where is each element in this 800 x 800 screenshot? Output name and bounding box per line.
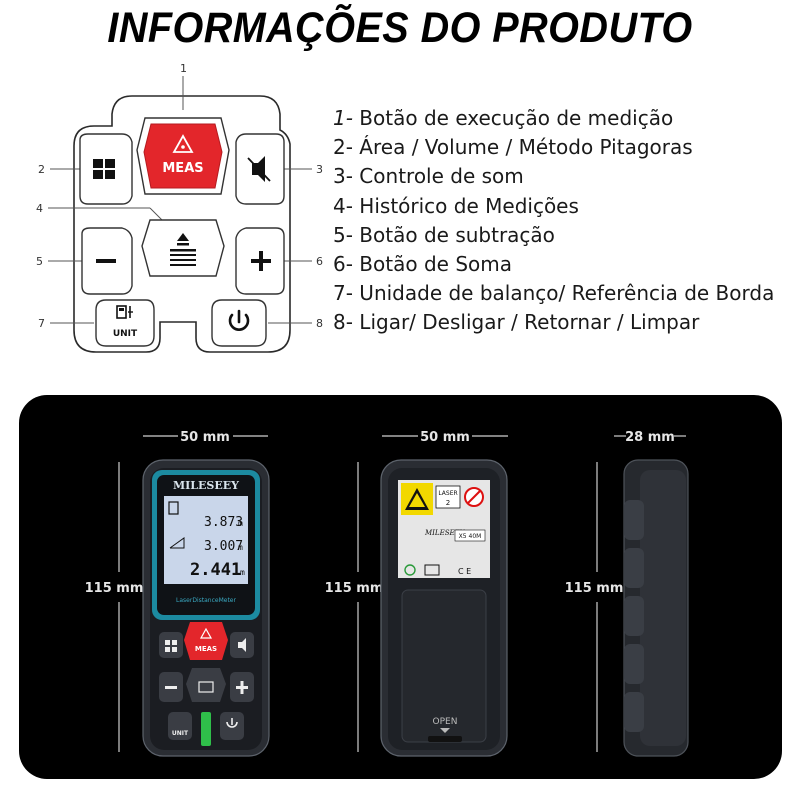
legend-item-1: 1- Botão de execução de medição — [333, 106, 674, 130]
add-button[interactable] — [235, 227, 285, 295]
front-unit-label: UNIT — [172, 730, 189, 737]
callout-5: 5 — [36, 255, 43, 268]
open-label: OPEN — [433, 717, 458, 727]
legend-item-6: 6- Botão de Soma — [333, 252, 512, 277]
callout-1: 1 — [180, 62, 187, 75]
dimension-lines — [118, 435, 686, 752]
device-reference-icon — [116, 305, 133, 319]
legend-item-7: 7- Unidade de balanço/ Referência de Bor… — [333, 281, 775, 306]
back-brand: MILESEEY — [424, 529, 466, 537]
laser-text: LASER — [438, 490, 457, 497]
unit-2: m — [238, 543, 243, 552]
device-back-view: LASER 2 MILESEEY X5 40M C E OPEN — [380, 459, 508, 757]
sound-button[interactable] — [235, 133, 285, 205]
subtract-button[interactable] — [81, 227, 133, 295]
grid-icon — [93, 159, 115, 179]
front-meas-label: MEAS — [195, 645, 217, 653]
dimension-labels: 50 mm 50 mm 28 mm 115 mm 115 mm 115 mm — [85, 430, 675, 596]
lcd-subtitle: LaserDistanceMeter — [176, 597, 236, 604]
front-unit-button — [168, 712, 192, 740]
front-meas-button — [184, 622, 228, 660]
back-width-label: 50 mm — [420, 430, 470, 445]
reading-3: 2.441 — [190, 560, 241, 580]
legend-item-4: 4- Histórico de Medições — [333, 193, 579, 218]
callout-7: 7 — [38, 317, 45, 330]
power-icon — [228, 309, 250, 331]
callout-4: 4 — [36, 202, 43, 215]
back-model: X5 40M — [459, 533, 482, 540]
front-history-button — [186, 668, 226, 702]
callout-2: 2 — [38, 163, 45, 176]
button-legend: 1- Botão de execução de medição 2- Área … — [333, 104, 774, 338]
meas-button[interactable]: MEAS — [136, 117, 230, 195]
callout-6: 6 — [316, 255, 323, 268]
callout-numbers: 1 2 3 4 5 6 7 8 — [36, 62, 323, 330]
unit-label: UNIT — [113, 329, 138, 339]
laser-warning-icon — [172, 134, 194, 153]
unit-3: m — [240, 568, 245, 577]
area-volume-button[interactable] — [79, 133, 133, 205]
meas-label: MEAS — [162, 161, 203, 176]
callout-3: 3 — [316, 163, 323, 176]
front-area-button — [159, 632, 183, 658]
front-height-label: 115 mm — [85, 581, 144, 596]
legend-item-3: 3- Controle de som — [333, 164, 524, 189]
device-front-view: MILESEEY 3.873 3.007 2.441 m m m LaserDi… — [142, 459, 270, 757]
history-button[interactable] — [141, 219, 225, 277]
laser-class: 2 — [446, 499, 450, 507]
lcd-readings: 3.873 3.007 2.441 m m m — [190, 515, 245, 580]
brand-label: MILESEEY — [173, 479, 239, 492]
callout-8: 8 — [316, 317, 323, 330]
unit-1: m — [238, 519, 243, 528]
page-title: INFORMAÇÕES DO PRODUTO — [107, 4, 693, 52]
reading-1: 3.873 — [204, 515, 243, 530]
history-list-icon — [170, 233, 196, 266]
legend-item-5: 5- Botão de subtração — [333, 222, 555, 247]
legend-item-8: 8- Ligar/ Desligar / Retornar / Limpar — [333, 310, 700, 335]
svg-text:C E: C E — [458, 567, 471, 576]
plus-icon — [251, 251, 271, 271]
unit-button[interactable]: UNIT — [95, 299, 155, 347]
side-depth-label: 28 mm — [625, 430, 675, 445]
power-button[interactable] — [211, 299, 267, 347]
device-side-view — [623, 459, 689, 757]
callout-lines — [48, 76, 312, 324]
front-width-label: 50 mm — [180, 430, 230, 445]
side-height-label: 115 mm — [565, 581, 624, 596]
reference-icon — [168, 501, 179, 515]
speaker-mute-icon — [247, 156, 271, 182]
reading-2: 3.007 — [204, 539, 243, 554]
front-power-button — [220, 712, 244, 740]
back-height-label: 115 mm — [325, 581, 384, 596]
minus-icon — [96, 259, 116, 263]
bubble-level — [201, 712, 211, 746]
legend-item-2: 2- Área / Volume / Método Pitagoras — [333, 135, 693, 160]
